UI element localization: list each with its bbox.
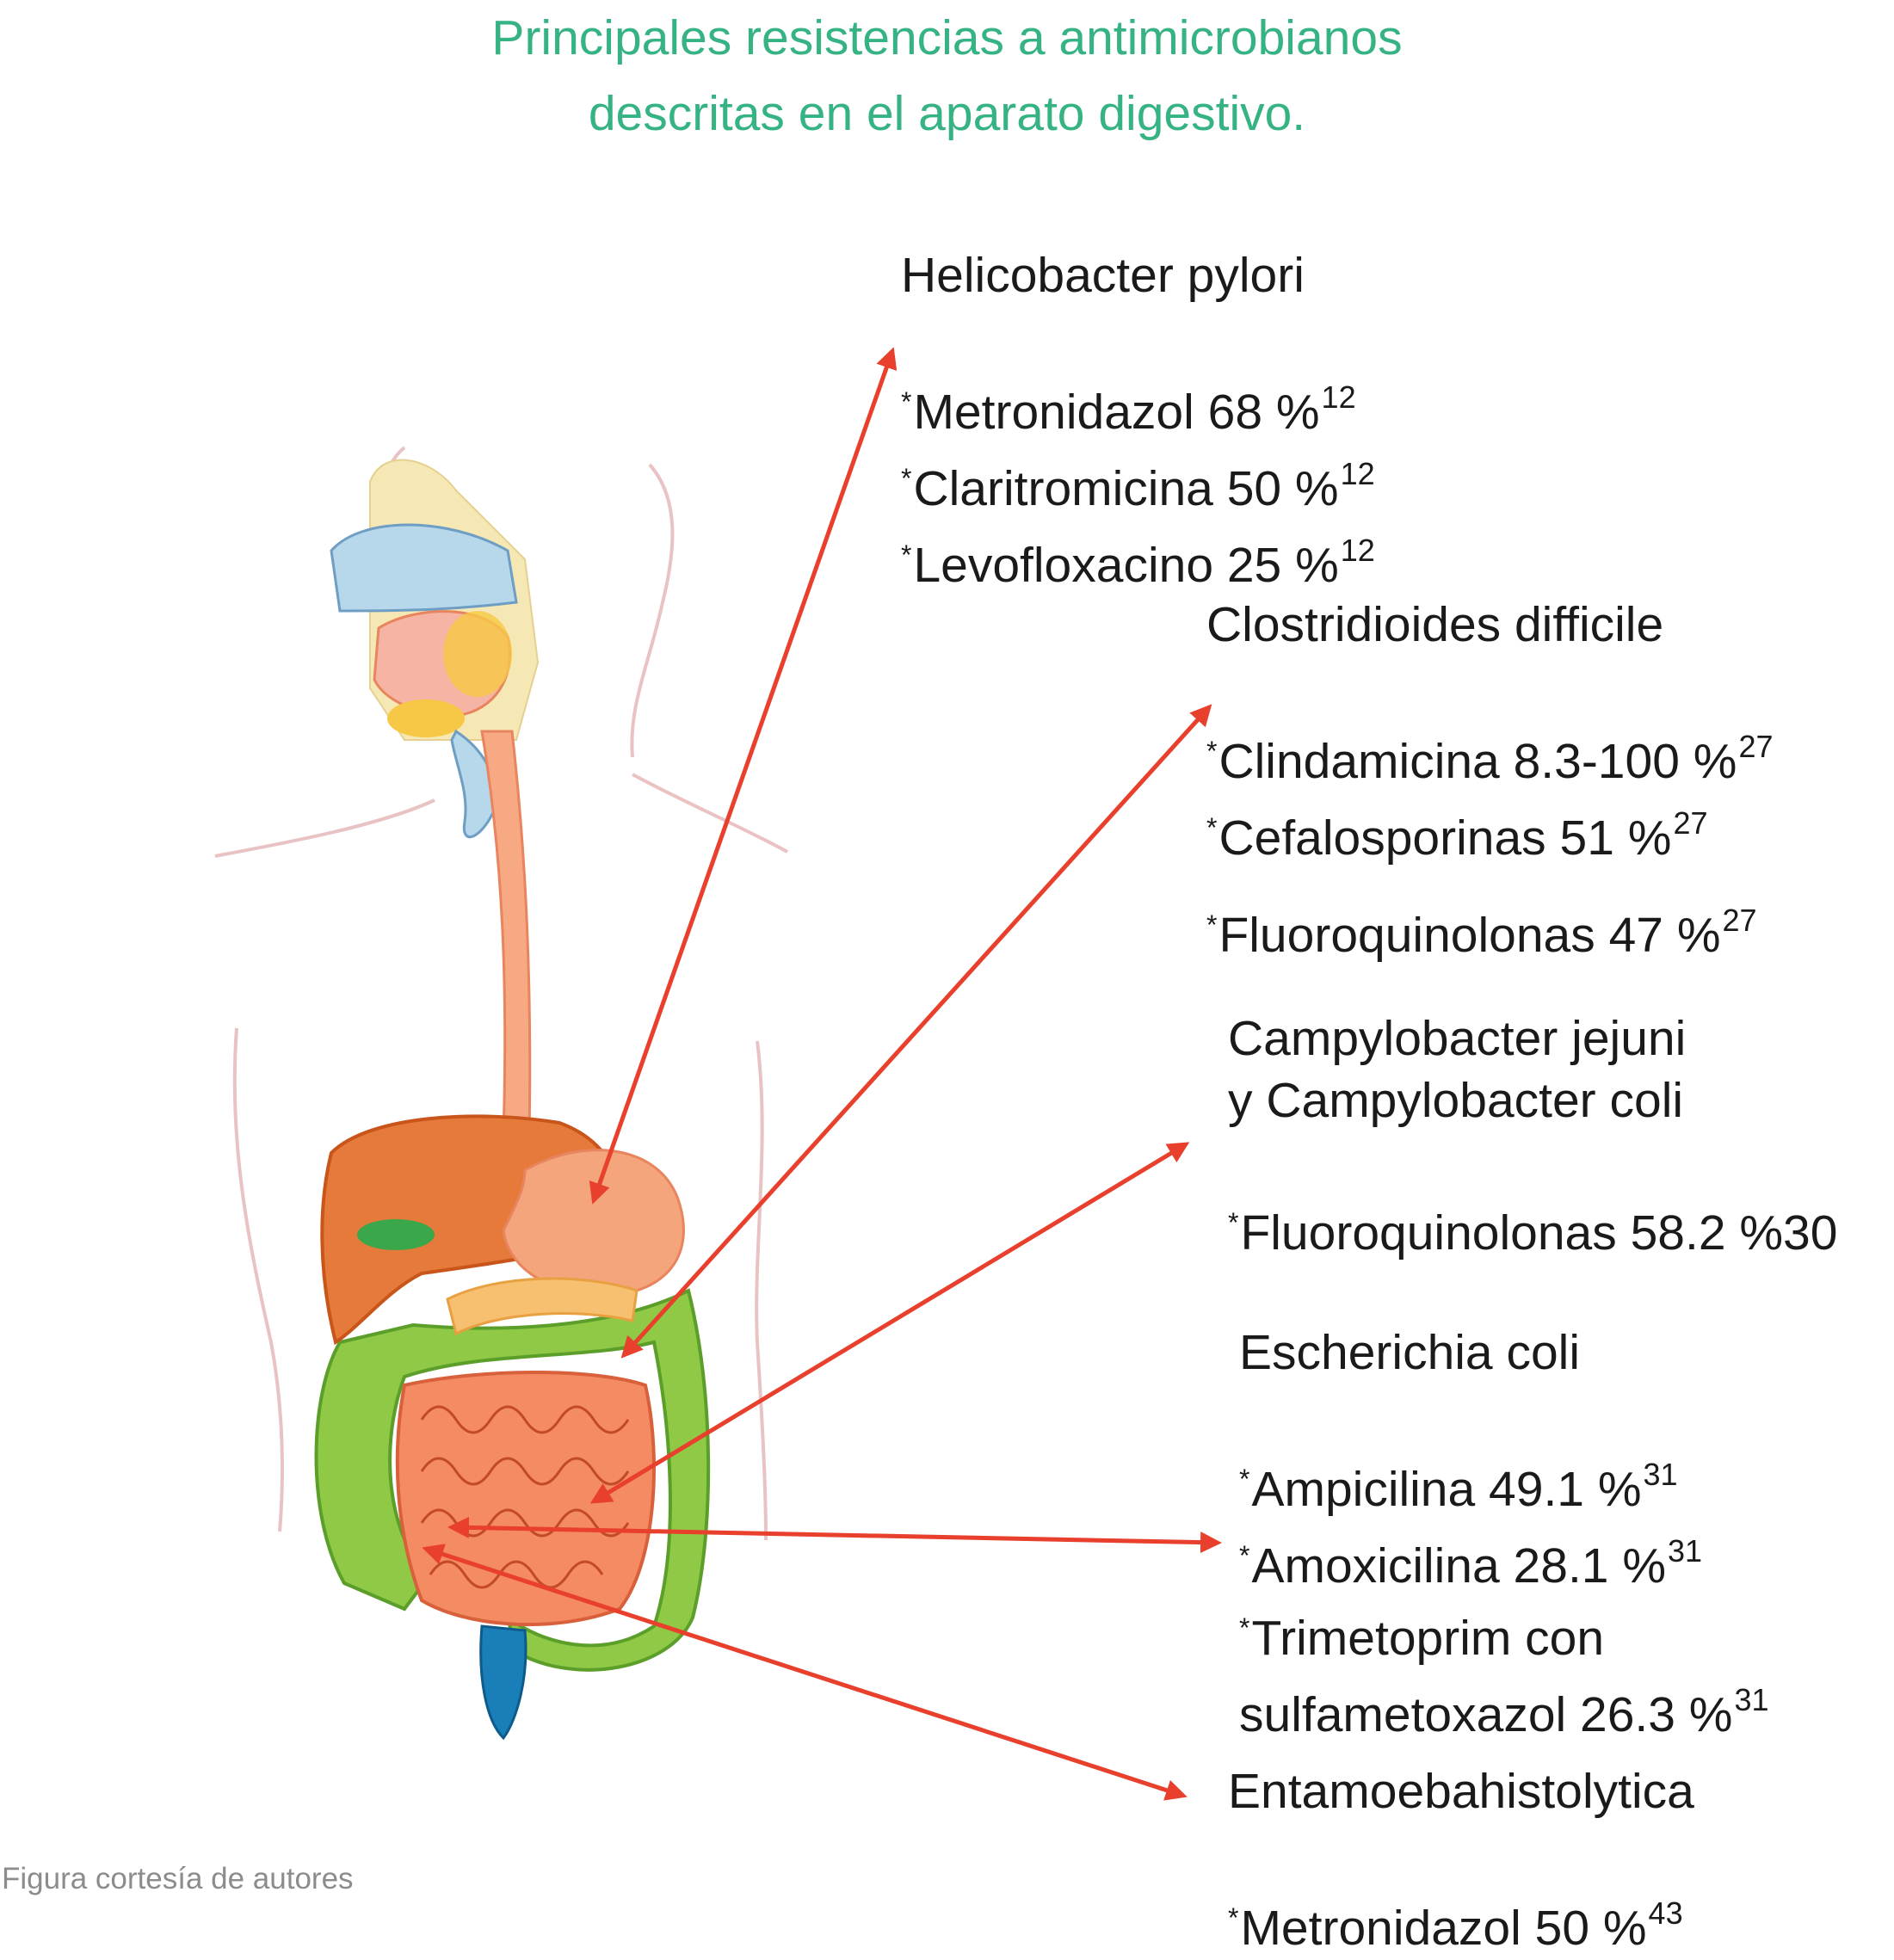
title-line-1: Principales resistencias a antimicrobian… [491,10,1403,65]
arrow-entamoeba [422,1544,1188,1801]
head [330,459,540,839]
organism-campylobacter-line1: Campylobacter jejuni [1228,1011,1687,1066]
stomach [502,1149,685,1297]
group-escherichia-coli: Escherichia coli *Ampicilina 49.1 %31 *A… [1239,1322,1769,1746]
arrow-campylobacter [589,1142,1190,1504]
organism-entamoeba-histolytica: Entamoebahistolytica [1228,1764,1694,1819]
group-entamoeba-histolytica: Entamoebahistolytica *Metronidazol 50 %4… [1228,1760,1694,1959]
resistance-item: *Amoxicilina 28.1 %31 [1239,1533,1703,1593]
arrow-clostridioides [620,704,1212,1359]
resistance-item: *Trimetoprim con [1239,1611,1605,1666]
group-helicobacter-pylori: Helicobacter pylori *Metronidazol 68 %12… [901,244,1375,596]
organism-campylobacter-line2: y Campylobacter coli [1228,1073,1684,1128]
arrow-escherichia [447,1516,1222,1554]
resistance-item: *Clindamicina 8.3-100 %27 [1206,729,1774,789]
group-clostridioides-difficile: Clostridioides difficile *Clindamicina 8… [1206,594,1773,966]
group-campylobacter: Campylobacter jejuni y Campylobacter col… [1228,1008,1837,1264]
resistance-item: *Cefalosporinas 51 %27 [1206,805,1708,866]
small-intestine [395,1371,656,1627]
figure-credit: Figura cortesía de autores [2,1862,354,1895]
rectum [479,1624,527,1741]
figure-title: Principales resistencias a antimicrobian… [0,0,1894,151]
organism-escherichia-coli: Escherichia coli [1239,1325,1580,1380]
organism-clostridioides-difficile: Clostridioides difficile [1206,597,1664,652]
organism-helicobacter-pylori: Helicobacter pylori [901,248,1305,303]
resistance-item: *Ampicilina 49.1 %31 [1239,1457,1678,1517]
resistance-item: *Claritromicina 50 %12 [901,456,1375,516]
arrow-helicobacter [589,347,898,1205]
resistance-item: *Fluoroquinolonas 47 %27 [1206,903,1757,963]
resistance-item: *Metronidazol 50 %43 [1228,1895,1683,1956]
resistance-item: *Levofloxacino 25 %12 [901,533,1375,593]
gallbladder [357,1219,435,1250]
resistance-item: *Metronidazol 68 %12 [901,379,1356,440]
resistance-item-continuation: sulfametoxazol 26.3 %31 [1239,1682,1769,1742]
title-line-2: descritas en el aparato digestivo. [588,86,1306,141]
resistance-item: *Fluoroquinolonas 58.2 %30 [1228,1205,1838,1260]
pointer-arrows [422,347,1222,1801]
